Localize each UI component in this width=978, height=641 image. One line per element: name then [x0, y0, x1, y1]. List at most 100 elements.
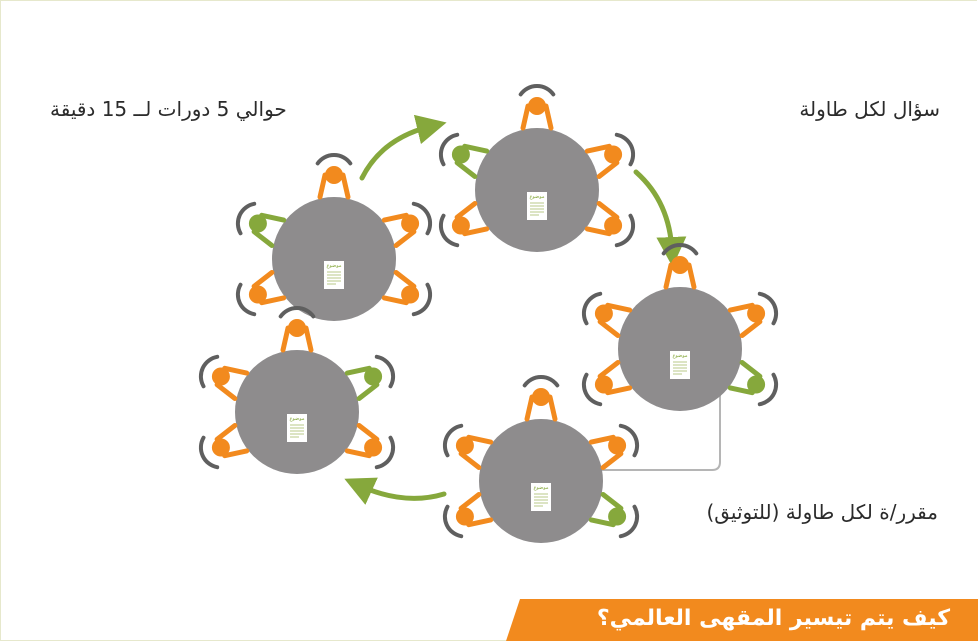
person-head: [364, 367, 383, 386]
recorder-person: [344, 354, 396, 401]
person-arm: [547, 394, 558, 422]
chair-arc: [757, 372, 779, 407]
table-left-upper: موضوع: [235, 153, 433, 321]
topic-document: موضوع: [287, 414, 307, 442]
person-arm: [303, 325, 314, 353]
person-head: [248, 214, 267, 233]
rounds-label: حوالي 5 دورات لــ 15 دقيقة: [50, 97, 287, 121]
participant-person: [518, 84, 556, 131]
person-arm: [381, 212, 409, 223]
person-head: [604, 216, 623, 235]
recorder-person: [588, 492, 640, 539]
chair-arc: [522, 375, 560, 388]
chair-arc: [442, 423, 464, 458]
person-arm: [214, 423, 238, 442]
person-arm: [727, 385, 755, 396]
topic-document: موضوع: [531, 483, 551, 511]
person-head: [604, 145, 623, 164]
participant-person: [584, 132, 636, 179]
person-head: [608, 507, 627, 526]
person-arm: [466, 517, 494, 528]
chair-arc: [235, 201, 257, 236]
table-top-surface: [618, 287, 742, 411]
person-arm: [584, 143, 612, 154]
title-banner: كيف يتم تيسير المقهى العالمي؟: [506, 599, 978, 641]
person-head: [451, 145, 470, 164]
chair-arc: [374, 354, 396, 389]
person-arm: [588, 517, 616, 528]
chair-arc: [618, 504, 640, 539]
person-arm: [588, 434, 616, 445]
person-arm: [356, 423, 380, 442]
person-head: [451, 216, 470, 235]
participant-person: [727, 291, 779, 338]
participant-person: [442, 492, 494, 539]
participant-person: [584, 201, 636, 248]
table-top: موضوع: [438, 84, 636, 252]
person-arm: [596, 201, 620, 220]
person-head: [594, 375, 613, 394]
person-arm: [462, 226, 490, 237]
person-head: [364, 438, 383, 457]
person-head: [401, 214, 420, 233]
person-arm: [596, 160, 620, 179]
person-arm: [605, 385, 633, 396]
document-title: موضوع: [289, 416, 304, 422]
chair-arc: [614, 213, 636, 248]
banner-title: كيف يتم تيسير المقهى العالمي؟: [596, 606, 950, 631]
participant-person: [198, 354, 250, 401]
table-left-lower: موضوع: [198, 306, 396, 474]
person-arm: [600, 451, 624, 470]
participant-person: [315, 153, 353, 200]
person-arm: [454, 160, 478, 179]
participant-person: [661, 243, 699, 290]
recorder-person: [727, 360, 779, 407]
document-title: موضوع: [533, 485, 548, 491]
person-arm: [597, 360, 621, 379]
question-per-table-label: سؤال لكل طاولة: [799, 97, 940, 121]
chair-arc: [757, 291, 779, 326]
person-arm: [458, 451, 482, 470]
person-arm: [739, 360, 763, 379]
chair-arc: [411, 282, 433, 317]
participant-person: [381, 270, 433, 317]
arrow-left-to-top: [359, 114, 447, 181]
person-arm: [259, 295, 287, 306]
person-arm: [280, 325, 291, 353]
chair-arc: [438, 132, 460, 167]
person-arm: [340, 172, 351, 200]
recorder-person: [235, 201, 287, 248]
table-top-surface: [479, 419, 603, 543]
person-head: [211, 438, 230, 457]
person-head: [248, 285, 267, 304]
chair-arc: [614, 132, 636, 167]
person-head: [401, 285, 420, 304]
chair-arc: [374, 435, 396, 470]
topic-document: موضوع: [324, 261, 344, 289]
person-arm: [356, 382, 380, 401]
person-head: [528, 97, 546, 115]
table-top-surface: [272, 197, 396, 321]
person-arm: [222, 448, 250, 459]
chair-arc: [315, 153, 353, 166]
document-title: موضوع: [529, 194, 544, 200]
participant-person: [198, 423, 250, 470]
arrow-bottom-to-left: [344, 477, 447, 505]
person-arm: [317, 172, 328, 200]
chair-arc: [198, 435, 220, 470]
table-top-surface: [235, 350, 359, 474]
person-arm: [663, 262, 674, 290]
person-head: [455, 436, 474, 455]
person-arm: [222, 365, 250, 376]
participant-person: [581, 291, 633, 338]
person-arm: [524, 394, 535, 422]
person-arm: [543, 103, 554, 131]
participant-person: [442, 423, 494, 470]
person-arm: [458, 492, 482, 511]
chair-arc: [581, 291, 603, 326]
recorder-connector-line: [588, 392, 721, 471]
person-arm: [597, 319, 621, 338]
person-head: [747, 375, 766, 394]
